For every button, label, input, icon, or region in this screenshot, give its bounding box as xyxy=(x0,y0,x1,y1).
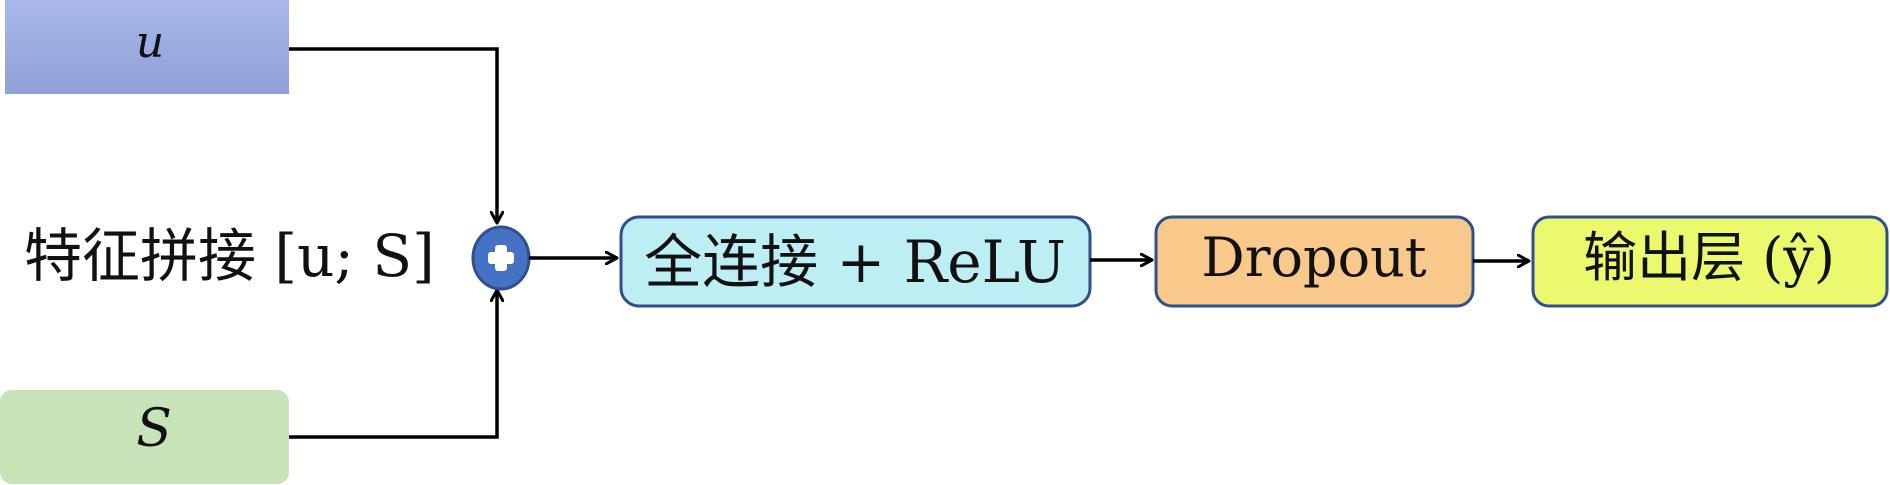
input-u-box: u xyxy=(5,0,289,94)
input-s-box: S xyxy=(0,390,289,484)
concat-operator xyxy=(471,225,531,291)
dropout-label: Dropout xyxy=(1201,226,1426,289)
fc-relu-block: 全连接 + ReLU xyxy=(619,215,1092,308)
fc-relu-label: 全连接 + ReLU xyxy=(644,228,1066,296)
input-u-label: u xyxy=(136,17,164,68)
s-to-concat-arrow xyxy=(289,290,497,439)
output-layer-label: 输出层 (ŷ) xyxy=(1583,226,1835,289)
concat-label: 特征拼接 [u; S] xyxy=(24,222,435,290)
input-s-label: S xyxy=(136,399,172,459)
u-to-concat-arrow xyxy=(289,47,497,223)
output-layer-block: 输出层 (ŷ) xyxy=(1531,215,1889,308)
dropout-block: Dropout xyxy=(1154,215,1475,308)
